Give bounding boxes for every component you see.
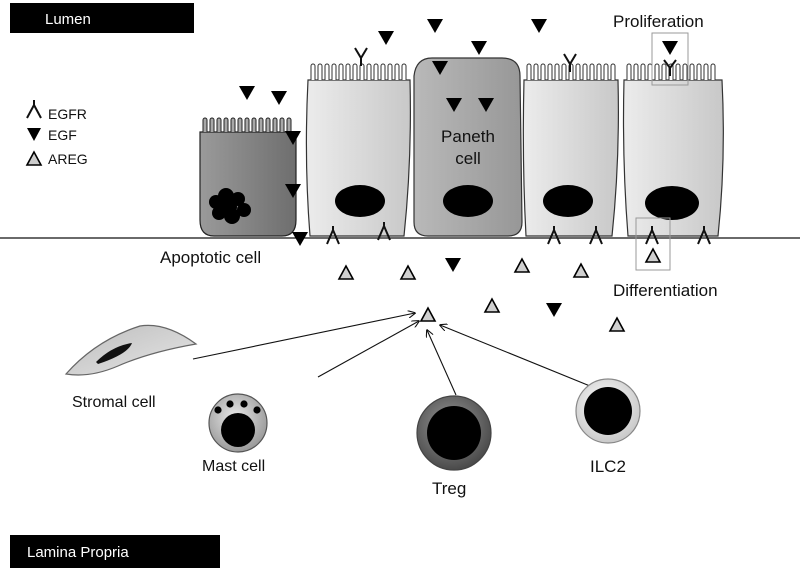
egf-ligand — [445, 258, 461, 272]
proliferation-highlight-box — [651, 32, 689, 86]
proliferation-label: Proliferation — [613, 12, 704, 31]
mast-cell-label: Mast cell — [202, 458, 265, 475]
areg-secretion-arrows — [192, 313, 591, 396]
ilc2-cell — [575, 378, 641, 444]
egf-granule — [446, 98, 462, 112]
egfr-receptor-basal — [377, 222, 391, 241]
egf-ligand — [546, 303, 562, 317]
treg-cell — [416, 395, 492, 471]
egf-ligand — [662, 41, 678, 55]
stromal-cell — [64, 324, 198, 376]
egf-ligand — [285, 184, 301, 198]
nucleus — [96, 343, 132, 364]
ilc2-label: ILC2 — [590, 457, 626, 476]
stromal-cell-label: Stromal cell — [72, 394, 156, 411]
arrow-ilc2-to-areg — [440, 325, 591, 387]
areg-ligand — [483, 297, 501, 313]
areg-ligand — [513, 257, 531, 273]
legend: EGFR EGF AREG — [25, 100, 88, 167]
nucleus — [443, 185, 493, 217]
arrow-mast-to-areg — [317, 321, 419, 378]
egf-ligands — [239, 19, 678, 317]
egf-ligand — [271, 91, 287, 105]
egfr-receptor-apical — [354, 47, 368, 66]
egf-ligand — [531, 19, 547, 33]
lamina-propria-label-band: Lamina Propria — [10, 535, 220, 568]
arrow-stromal-to-areg — [192, 313, 415, 360]
lumen-label: Lumen — [45, 11, 91, 28]
areg-ligand — [644, 247, 662, 263]
egf-ligand — [378, 31, 394, 45]
egfr-receptor-basal — [645, 226, 659, 245]
egf-ligand — [285, 131, 301, 145]
mast-cell — [208, 393, 268, 453]
egfr-receptors — [326, 47, 711, 245]
egfr-receptor-basal — [589, 226, 603, 245]
egfr-receptor-apical — [563, 53, 577, 72]
egf-ligand — [432, 61, 448, 75]
arrow-treg-to-areg — [427, 330, 457, 396]
paneth-label-line2: cell — [455, 149, 481, 168]
fragmented-nucleus — [209, 188, 251, 224]
legend-egfr-label: EGFR — [48, 106, 87, 122]
differentiation-label: Differentiation — [613, 281, 718, 300]
lumen-label-band: Lumen — [10, 3, 194, 33]
treg-label: Treg — [432, 479, 466, 498]
egf-ligand — [427, 19, 443, 33]
paneth-label-line1: Paneth — [441, 127, 495, 146]
apoptotic-cell-label: Apoptotic cell — [160, 248, 261, 267]
areg-ligand — [608, 316, 626, 332]
egf-triangle-icon — [27, 128, 41, 141]
nucleus — [427, 406, 481, 460]
differentiation-highlight-box — [635, 217, 671, 271]
egf-ligand — [239, 86, 255, 100]
nucleus — [335, 185, 385, 217]
mast-granules — [214, 400, 261, 414]
egfr-receptor-icon — [26, 100, 42, 119]
egf-ligand — [292, 232, 308, 246]
egf-ligand — [471, 41, 487, 55]
areg-ligands — [337, 247, 662, 332]
legend-areg-label: AREG — [48, 151, 88, 167]
egfr-receptor-basal — [547, 226, 561, 245]
egf-granule — [478, 98, 494, 112]
areg-ligand — [419, 306, 437, 322]
areg-ligand — [399, 264, 417, 280]
nucleus — [645, 186, 699, 220]
epithelial-cell-1 — [305, 63, 411, 237]
paneth-cell: Paneth cell — [413, 57, 523, 237]
nucleus — [543, 185, 593, 217]
areg-triangle-icon — [25, 150, 43, 166]
legend-egf-label: EGF — [48, 127, 77, 143]
lamina-propria-label: Lamina Propria — [27, 544, 129, 561]
epithelial-cell-3 — [522, 63, 619, 237]
nucleus — [221, 413, 255, 447]
nucleus — [584, 387, 632, 435]
egfr-receptor-apical — [663, 59, 677, 76]
areg-ligand — [337, 264, 355, 280]
epithelial-cell-4 — [622, 63, 724, 237]
apoptotic-cell — [199, 117, 297, 237]
egfr-receptor-basal — [326, 226, 340, 245]
areg-ligand — [572, 262, 590, 278]
egfr-receptor-basal — [697, 226, 711, 245]
